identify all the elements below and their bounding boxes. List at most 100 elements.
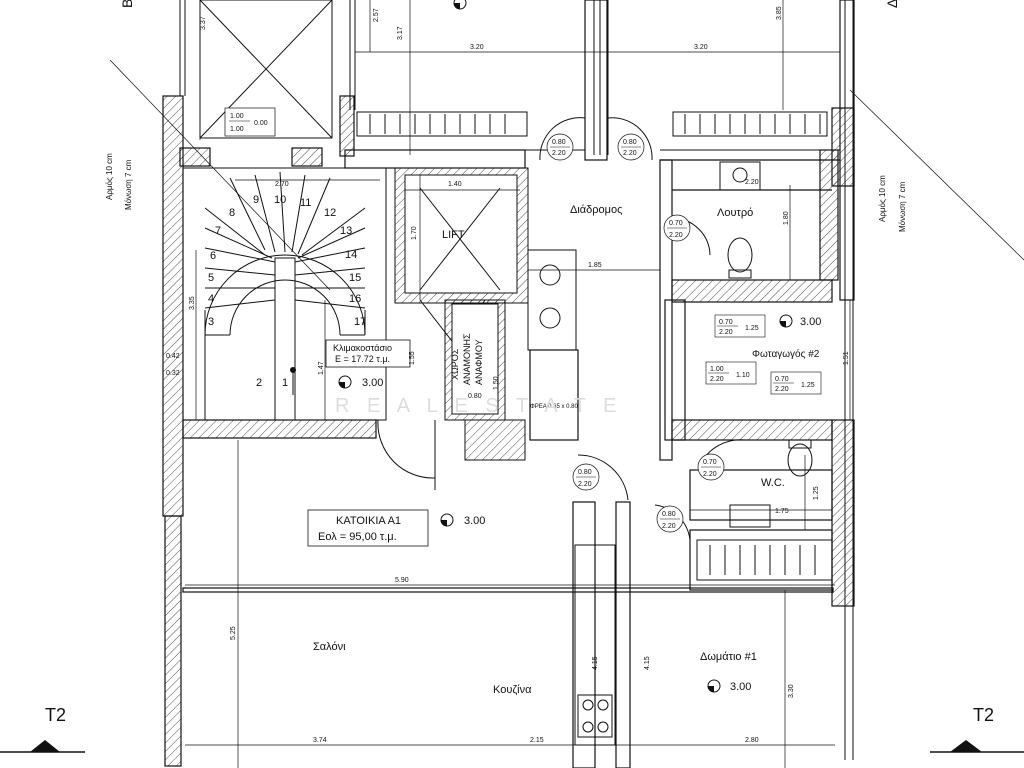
- opening-tag-3: 0.70 2.20: [663, 214, 691, 242]
- apartment-area: Εολ = 95,00 τ.μ.: [318, 531, 397, 543]
- svg-text:1.00: 1.00: [710, 366, 724, 373]
- side-notes: Αρμός 10 cm Μόνωση 7 cm Αρμός 10 cm Μόνω…: [105, 0, 907, 232]
- dim-3-20-b: 3.20: [694, 44, 708, 51]
- svg-text:2.20: 2.20: [669, 232, 683, 239]
- dim-1-51: 1.51: [843, 351, 850, 365]
- dim-2-70: 2.70: [275, 181, 289, 188]
- svg-text:0.70: 0.70: [775, 376, 789, 383]
- dim-4-15-b: 4.15: [644, 656, 651, 670]
- step-8: 8: [229, 207, 235, 219]
- svg-text:0.70: 0.70: [703, 459, 717, 466]
- insulation-left: Μόνωση 7 cm: [124, 159, 133, 210]
- window-box-level: 0.00: [254, 120, 268, 127]
- shaft-label: ΦΡΕΑ 0.65 x 0.80: [530, 404, 578, 410]
- dim-2-57: 2.57: [373, 8, 380, 22]
- joint-left: Αρμός 10 cm: [105, 153, 114, 200]
- dim-2-80: 2.80: [745, 737, 759, 744]
- level-apartment: 3.00: [464, 515, 485, 527]
- lift-shaft: [394, 167, 577, 461]
- dim-5-90: 5.90: [395, 577, 409, 584]
- svg-text:1.25: 1.25: [801, 382, 815, 389]
- bathroom-fixtures: [719, 161, 813, 528]
- svg-text:2.20: 2.20: [623, 150, 637, 157]
- level-stair: 3.00: [362, 377, 383, 389]
- dim-0-42: 0.42: [166, 353, 180, 360]
- step-6: 6: [210, 250, 216, 262]
- dim-1-70: 1.70: [411, 226, 418, 240]
- dim-4-15-a: 4.15: [592, 656, 599, 670]
- dim-1-47: 1.47: [318, 361, 325, 375]
- room-bathroom: Λουτρό: [717, 207, 753, 219]
- step-3: 3: [208, 316, 214, 328]
- svg-text:1.25: 1.25: [745, 325, 759, 332]
- door-swings: [377, 117, 746, 541]
- dim-3-85: 3.85: [776, 6, 783, 20]
- insulation-right: Μόνωση 7 cm: [898, 181, 907, 232]
- room-hallway: Διάδρομος: [570, 204, 622, 216]
- joint-right: Αρμός 10 cm: [878, 175, 887, 222]
- dim-1-75: 1.75: [775, 508, 789, 515]
- interior-walls: [182, 149, 840, 768]
- dim-1-80: 1.80: [783, 211, 790, 225]
- stairwell-title: Κλιμακοστάσιο: [333, 343, 392, 353]
- step-2: 2: [256, 377, 262, 389]
- step-16: 16: [349, 293, 361, 305]
- dim-2-15: 2.15: [530, 737, 544, 744]
- level-bedroom: 3.00: [730, 681, 751, 693]
- waiting-area-label: ΧΩΡΟΣ ΑΝΑΜΟΝΗΣ ΑΝΑΦΜΟΥ: [450, 333, 484, 385]
- step-14: 14: [345, 249, 357, 261]
- step-11: 11: [300, 197, 311, 209]
- step-13: 13: [340, 225, 352, 237]
- dim-1-85: 1.85: [588, 262, 602, 269]
- svg-text:0.70: 0.70: [719, 319, 733, 326]
- dim-0-32: 0.32: [166, 370, 180, 377]
- opening-tag-4: 0.702.20: [697, 453, 725, 481]
- window-tag-2: 1.002.201.10: [705, 361, 757, 385]
- svg-text:0.80: 0.80: [662, 511, 676, 518]
- svg-text:2.20: 2.20: [719, 329, 733, 336]
- section-label-right: T2: [973, 705, 994, 725]
- apartment-name: ΚΑΤΟΙΚΙΑ Α1: [336, 515, 401, 527]
- step-9: 9: [253, 194, 259, 206]
- apartment-label: ΚΑΤΟΙΚΙΑ Α1 Εολ = 95,00 τ.μ.: [307, 509, 429, 547]
- opening-tags: 0.80 2.20 0.80 2.20 0.70 2.20 0.70 2.20 0.80…: [546, 133, 822, 533]
- top-railings: [179, 0, 854, 760]
- watermark: R E A L E S T A T E: [335, 395, 622, 417]
- dim-1-50: 1.50: [493, 376, 500, 390]
- opening-tag-2: 0.80 2.20: [617, 133, 645, 161]
- section-marker-left: T2: [0, 705, 85, 753]
- step-12: 12: [324, 207, 336, 219]
- opening-tag-5: 0.802.20: [572, 463, 600, 491]
- dim-3-37: 3.37: [200, 16, 207, 30]
- opening-tag-6: 0.80 2.20: [656, 505, 684, 533]
- window-box-bottom: 1.00: [230, 126, 244, 133]
- dim-3-30: 3.30: [788, 684, 795, 698]
- dim-2-20: 2.20: [745, 179, 759, 186]
- wardrobe: [696, 539, 833, 581]
- stair-step-numbers: 1 2 3 4 5 6 7 8 9 10 11 12 13 14 15 16 1…: [208, 194, 366, 389]
- svg-text:2.20: 2.20: [710, 376, 724, 383]
- level-lightwell: 3.00: [800, 316, 821, 328]
- step-7: 7: [215, 225, 221, 237]
- level-markers: 3.00 3.00 3.00 3.00: [338, 0, 821, 693]
- opening-tag-1: 0.802.20: [546, 133, 574, 161]
- edge-letter-left: Β: [119, 0, 135, 8]
- waiting-label-2: ΑΝΑΜΟΝΗΣ: [462, 333, 472, 385]
- dim-3-20-a: 3.20: [470, 44, 484, 51]
- dim-3-35: 3.35: [189, 296, 196, 310]
- svg-text:0.70: 0.70: [669, 220, 683, 227]
- svg-text:2.20: 2.20: [578, 481, 592, 488]
- room-bedroom: Δωμάτιο #1: [700, 651, 757, 663]
- lift-label: LIFT: [442, 229, 465, 241]
- svg-text:2.20: 2.20: [662, 523, 676, 530]
- stairwell-area: Ε = 17.72 τ.μ.: [335, 354, 390, 364]
- stairwell-label: Κλιμακοστάσιο Ε = 17.72 τ.μ.: [325, 339, 411, 368]
- railing-balusters: [369, 114, 821, 134]
- step-17: 17: [354, 316, 366, 328]
- svg-text:0.80: 0.80: [623, 139, 637, 146]
- edge-letter-right: Δ: [884, 0, 900, 8]
- window-tag-3: 0.702.201.25: [770, 371, 822, 395]
- dim-3-17: 3.17: [397, 26, 404, 40]
- svg-text:0.80: 0.80: [552, 139, 566, 146]
